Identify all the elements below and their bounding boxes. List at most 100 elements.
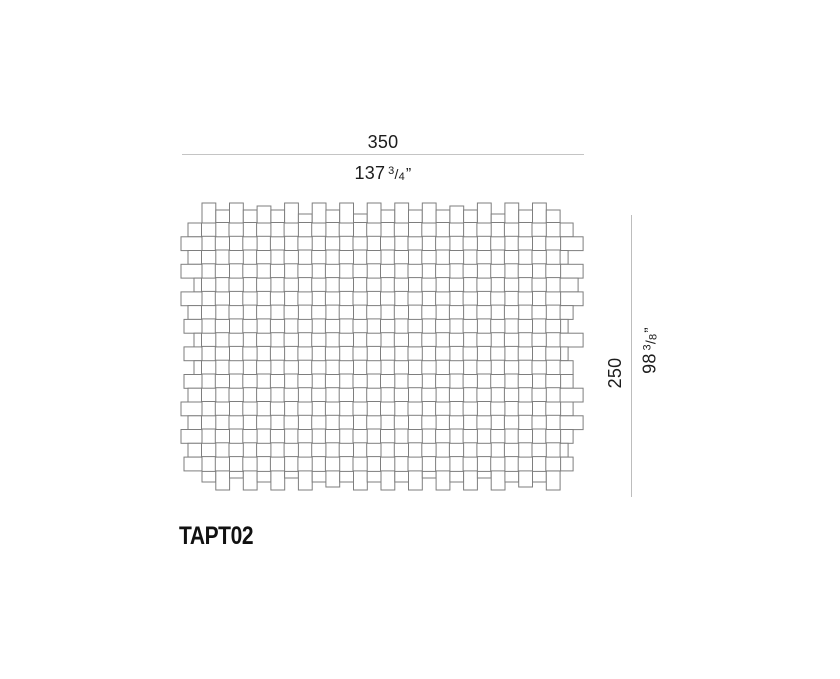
weave-cell-vertical-over (215, 332, 231, 349)
weave-cell-vertical-over (242, 359, 258, 376)
weave-cell-horizontal-over (352, 374, 369, 389)
weave-cell-horizontal-over (338, 360, 355, 376)
weave-cell-vertical-over (463, 359, 478, 376)
weave-cell-horizontal-over (228, 222, 245, 238)
weave-cell-horizontal-over (380, 236, 396, 252)
weave-cell-vertical-over (394, 373, 410, 390)
weave-cell-horizontal-over (545, 346, 562, 362)
weave-cell-vertical-over (545, 277, 561, 293)
weave-cell-horizontal-over (490, 291, 507, 307)
weave-cell-vertical-over (242, 222, 258, 238)
depth-inches-numerator: 3 (641, 344, 654, 351)
weave-cell-vertical-over (325, 387, 341, 404)
weave-cell-horizontal-over (545, 429, 562, 444)
weave-cell-horizontal-over (462, 291, 479, 307)
weave-cell-vertical-over (229, 401, 244, 417)
weave-cell-vertical-over (311, 373, 327, 390)
width-cm-label: 350 (367, 132, 399, 152)
weave-cell-vertical-over (339, 456, 355, 472)
weave-cell-vertical-over (408, 359, 423, 376)
weave-cell-vertical-over (532, 373, 547, 390)
weave-cell-vertical-over (518, 359, 534, 376)
weave-cell-horizontal-over (531, 277, 548, 293)
weave-cell-horizontal-over (352, 429, 369, 444)
weave-cell-vertical-over (325, 414, 341, 431)
weave-cell-vertical-over (270, 387, 286, 404)
weave-cell-vertical-over (490, 332, 506, 349)
weave-cell-vertical-over (215, 277, 231, 293)
weave-cell-horizontal-over (503, 277, 520, 293)
weave-cell-vertical-over (242, 304, 258, 321)
weave-cell-vertical-over (284, 318, 299, 335)
depth-cm-label: 250 (605, 357, 625, 389)
weave-cell-vertical-over (353, 332, 368, 349)
weave-cell-horizontal-over (242, 263, 259, 279)
weave-cell-vertical-over (380, 332, 396, 349)
weave-cell-vertical-over (421, 318, 437, 335)
weave-cell-horizontal-over (435, 401, 451, 417)
weave-cell-horizontal-over (366, 415, 383, 431)
weave-cell-vertical-over (325, 359, 341, 376)
weave-cell-vertical-over (449, 428, 465, 445)
weave-cell-horizontal-over (256, 250, 272, 265)
weave-cell-horizontal-over (324, 456, 341, 472)
weave-cell-vertical-over (256, 373, 272, 390)
weave-cell-horizontal-over (214, 236, 231, 252)
weave-cell-vertical-over (297, 304, 313, 321)
weave-cell-horizontal-over (311, 305, 328, 320)
weave-cell-vertical-over (353, 277, 368, 293)
weave-cell-horizontal-over (242, 456, 259, 472)
weave-cell-horizontal-over (462, 456, 479, 472)
weave-cell-horizontal-over (283, 360, 300, 376)
weave-cell-horizontal-over (324, 346, 341, 362)
weave-cell-horizontal-over (201, 360, 217, 376)
weave-cell-vertical-over (256, 428, 272, 445)
weave-cell-vertical-over (408, 332, 423, 349)
weave-cell-vertical-over (504, 428, 520, 445)
weave-cell-vertical-over (504, 263, 520, 280)
weave-cell-vertical-over (449, 456, 465, 472)
weave-cell-horizontal-over (503, 250, 520, 265)
weave-cell-vertical-over (366, 456, 382, 472)
weave-cell-vertical-over (325, 277, 341, 293)
weave-cell-horizontal-over (545, 263, 562, 279)
weave-cell-vertical-over (421, 373, 437, 390)
weave-cell-horizontal-over (476, 332, 493, 348)
weave-cell-vertical-over (242, 442, 258, 459)
weave-cell-vertical-over (545, 359, 561, 376)
weave-cell-vertical-over (504, 235, 520, 252)
weave-cell-vertical-over (229, 235, 244, 252)
weave-cell-vertical-over (380, 414, 396, 431)
weave-cell-vertical-over (394, 235, 410, 252)
weave-cell-vertical-over (325, 442, 341, 459)
weave-cell-horizontal-over (407, 456, 424, 472)
weave-cell-vertical-over (421, 401, 437, 417)
weave-cell-horizontal-over (490, 374, 507, 389)
weave-cell-horizontal-over (311, 277, 328, 293)
depth-inches-fraction-slash: / (642, 340, 659, 345)
weave-cell-horizontal-over (311, 415, 328, 431)
weave-cell-horizontal-over (352, 291, 369, 307)
weave-cell-vertical-over (518, 387, 534, 404)
weave-cell-horizontal-over (338, 277, 355, 293)
weave-cell-horizontal-over (338, 222, 355, 238)
width-inches-whole: 137 (354, 163, 386, 183)
weave-cell-horizontal-over (476, 277, 493, 293)
weave-cell-vertical-over (476, 318, 492, 335)
weave-cell-vertical-over (435, 387, 451, 404)
weave-cell-horizontal-over (462, 374, 479, 389)
weave-cell-horizontal-over (476, 250, 493, 265)
weave-cell-horizontal-over (421, 250, 438, 265)
weave-cell-horizontal-over (517, 429, 534, 444)
weave-cell-vertical-over (518, 332, 534, 349)
weave-cell-horizontal-over (393, 305, 410, 320)
width-inch-mark: ” (405, 166, 412, 183)
weave-cell-vertical-over (532, 235, 547, 252)
weave-cell-vertical-over (476, 373, 492, 390)
weave-cell-horizontal-over (435, 374, 451, 389)
weave-cell-horizontal-over (448, 305, 465, 320)
weave-cell-horizontal-over (256, 332, 272, 348)
weave-cell-horizontal-over (297, 318, 314, 334)
weave-cell-horizontal-over (462, 429, 479, 444)
weave-cell-vertical-over (421, 290, 437, 307)
